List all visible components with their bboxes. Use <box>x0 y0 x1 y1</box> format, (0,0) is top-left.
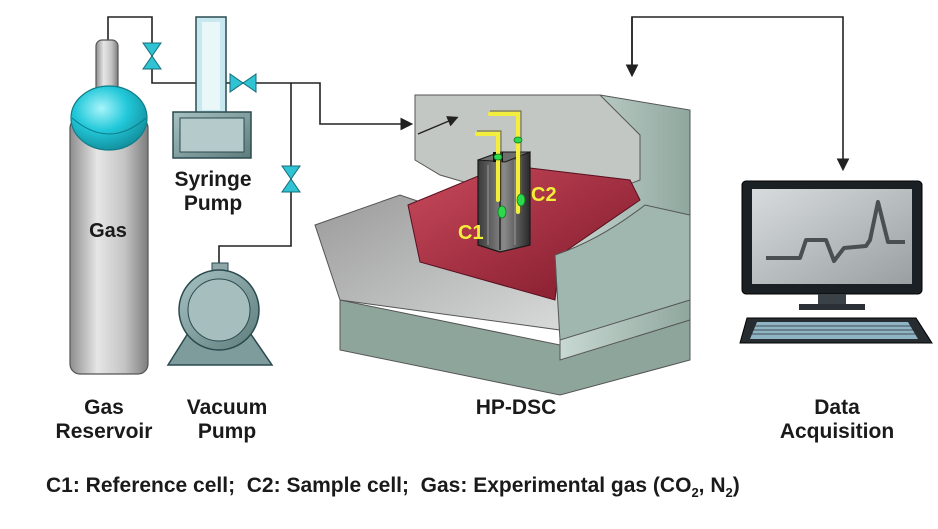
caption-sep: , N <box>698 474 726 497</box>
data-acquisition-label: Data Acquisition <box>779 396 895 443</box>
caption-sub-co2: 2 <box>691 485 699 501</box>
hp-dsc-label: HP-DSC <box>475 396 557 419</box>
vacuum-pump-icon <box>166 262 274 366</box>
cell-tubes <box>475 112 520 214</box>
syringe-pump-icon <box>172 16 252 159</box>
vacuum-pump-label: Vacuum Pump <box>186 396 268 443</box>
caption-c2: C2: Sample cell; <box>246 474 409 497</box>
feed-arrows <box>417 116 459 135</box>
cell-indicators <box>493 136 526 219</box>
gas-reservoir-label: Gas Reservoir <box>55 396 153 443</box>
valve-icon <box>229 73 257 93</box>
piping <box>107 16 850 272</box>
caption-sub-n2: 2 <box>725 485 733 501</box>
keyboard-icon <box>739 317 933 344</box>
gas-cylinder-icon <box>69 39 149 375</box>
caption-gas: Gas: Experimental gas (CO <box>420 474 692 497</box>
legend-caption: C1: Reference cell; C2: Sample cell; Gas… <box>46 474 740 500</box>
computer-monitor-icon <box>741 180 923 310</box>
caption-close: ) <box>732 474 740 497</box>
cell-tube-outline <box>477 110 522 212</box>
syringe-pump-label: Syringe Pump <box>174 168 252 215</box>
valve-icon <box>281 165 301 193</box>
c1-label: C1 <box>458 222 484 244</box>
gas-label: Gas <box>89 220 127 242</box>
caption-c1: C1: Reference cell; <box>46 474 236 497</box>
valve-icon <box>142 42 162 70</box>
c2-label: C2 <box>531 184 557 206</box>
